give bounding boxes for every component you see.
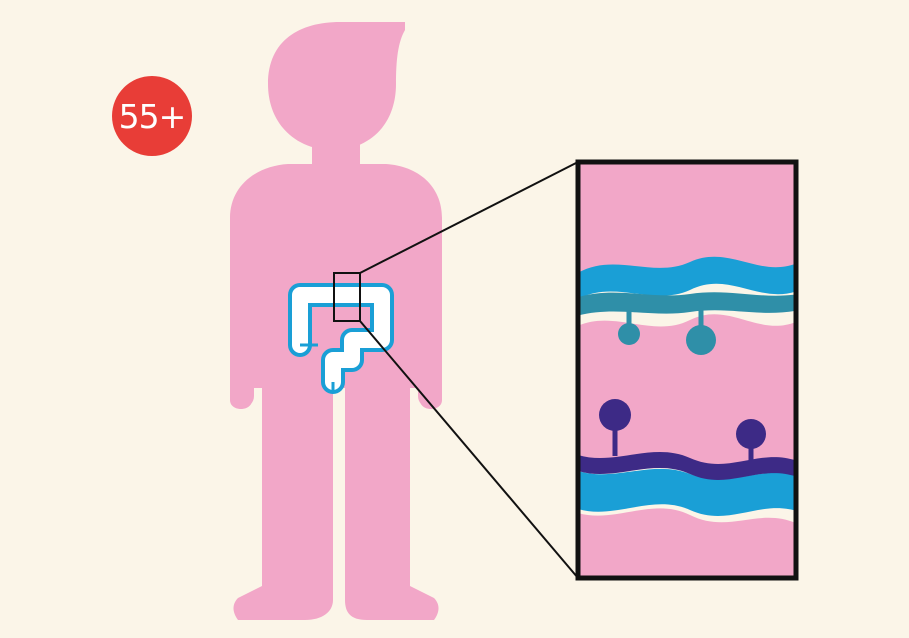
person-head	[268, 22, 405, 150]
person-left-arm	[230, 220, 254, 408]
person-right-arm	[418, 220, 442, 408]
person-right-leg	[345, 380, 439, 620]
zoomed-intestine-wall-icon	[570, 162, 800, 578]
person-left-leg	[234, 380, 334, 620]
